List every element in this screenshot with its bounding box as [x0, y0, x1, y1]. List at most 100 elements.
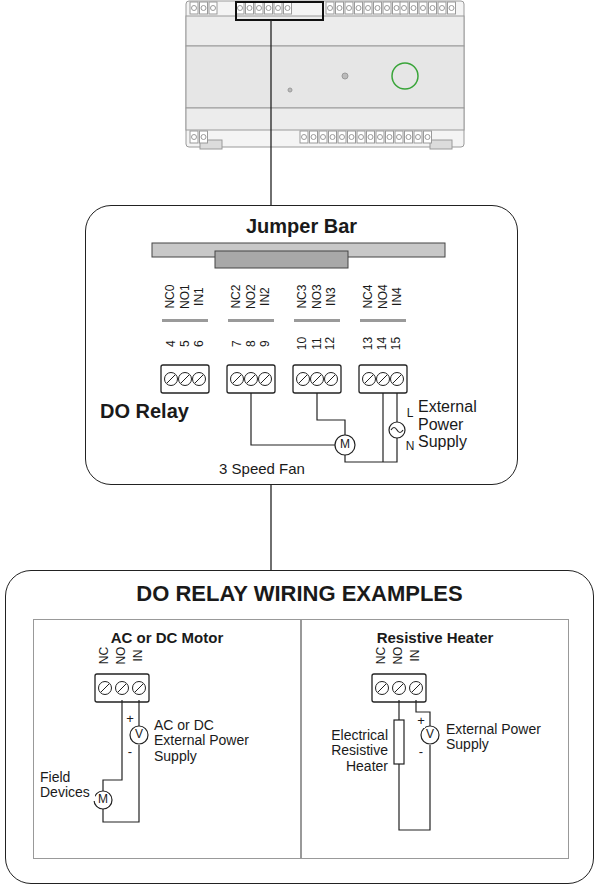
- terminal-screw: [165, 373, 178, 386]
- wire: [94, 700, 148, 822]
- terminal-screw: [179, 373, 192, 386]
- supply-label: External Power Supply: [446, 722, 546, 753]
- device-terminal: [386, 131, 394, 143]
- device-terminal: [284, 2, 292, 14]
- terminal-screw: [133, 682, 146, 695]
- screw-slot: [299, 375, 307, 383]
- terminal-screw: [349, 135, 354, 140]
- pin-name: NC3: [296, 285, 309, 309]
- polarity-mark: -: [419, 745, 423, 759]
- terminal-number: 8: [244, 341, 257, 348]
- terminal-screw: [359, 135, 364, 140]
- device-terminal: [274, 2, 282, 14]
- terminal-block: [359, 365, 407, 393]
- pin-name: IN: [409, 650, 422, 662]
- terminal-screw: [368, 135, 373, 140]
- device-terminal: [424, 131, 432, 143]
- screw-slot: [118, 684, 126, 692]
- device-terminal: [265, 2, 273, 14]
- screw-slot: [365, 375, 373, 383]
- terminal-screw: [410, 682, 423, 695]
- pin-name: IN2: [258, 288, 271, 307]
- terminal-number: 9: [258, 341, 271, 348]
- terminal-screw: [245, 373, 258, 386]
- device-terminal: [410, 2, 418, 14]
- screw-slot: [379, 375, 387, 383]
- device-terminal: [355, 2, 363, 14]
- device-terminal: [345, 2, 353, 14]
- terminal-screw: [311, 373, 324, 386]
- pin-name: IN: [132, 650, 145, 662]
- terminal-number: 12: [324, 337, 337, 350]
- terminal-screw: [377, 373, 390, 386]
- polarity-mark: +: [417, 714, 425, 728]
- highlight-bracket: [236, 2, 323, 20]
- device-terminal: [338, 131, 346, 143]
- terminal-screw: [440, 6, 445, 11]
- polarity-mark: +: [126, 712, 134, 726]
- supply-label: External Power Supply: [418, 398, 488, 451]
- screw-slot: [247, 375, 255, 383]
- device-terminal: [419, 2, 427, 14]
- pin-name: IN4: [390, 288, 403, 307]
- pin-name: NC2: [230, 285, 243, 309]
- device-terminal: [405, 131, 413, 143]
- terminal-screw: [363, 373, 376, 386]
- screw-slot: [327, 375, 335, 383]
- device-terminal: [414, 131, 422, 143]
- device-label: Field Devices: [40, 770, 95, 801]
- terminal-block: [227, 365, 275, 393]
- terminal-screw: [421, 6, 426, 11]
- device-terminal: [336, 2, 344, 14]
- line-mark: N: [406, 440, 415, 453]
- terminal-number: 5: [178, 341, 191, 348]
- terminal-screw: [201, 135, 206, 140]
- pin-name: NC: [375, 647, 388, 664]
- terminal-screw: [192, 6, 197, 11]
- terminal-screw: [231, 373, 244, 386]
- screw-slot: [167, 375, 175, 383]
- pin-name: IN3: [324, 288, 337, 307]
- screw-slot: [261, 375, 269, 383]
- terminal-screw: [347, 6, 352, 11]
- device-terminal: [376, 131, 384, 143]
- screw-slot: [195, 375, 203, 383]
- pin-name: NO: [115, 647, 128, 665]
- pin-group-bar: [162, 319, 406, 322]
- fan-label: 3 Speed Fan: [219, 461, 305, 478]
- pin-name: NO2: [244, 285, 257, 310]
- node-heading: Jumper Bar: [246, 215, 357, 238]
- device-terminal: [310, 131, 318, 143]
- terminal-screw: [411, 6, 416, 11]
- screw-slot: [101, 684, 109, 692]
- device-terminal: [438, 2, 446, 14]
- device-terminal: [255, 2, 263, 14]
- node-heading: Resistive Heater: [377, 629, 494, 646]
- terminal-block: [372, 674, 426, 702]
- pin-name: NO4: [376, 285, 389, 310]
- terminal-screw: [247, 6, 252, 11]
- device-terminal: [200, 2, 208, 14]
- pin-name: NC0: [164, 285, 177, 309]
- terminal-screw: [394, 6, 399, 11]
- pin-name: NC: [98, 647, 111, 664]
- terminal-screw: [378, 135, 383, 140]
- terminal-screw: [211, 6, 216, 11]
- terminal-screw: [99, 682, 112, 695]
- terminal-number: 11: [310, 338, 323, 350]
- terminal-screw: [325, 373, 338, 386]
- device-terminal: [236, 2, 244, 14]
- polarity-mark: -: [128, 745, 132, 759]
- device-terminal: [190, 2, 198, 14]
- node-heading: DO RELAY WIRING EXAMPLES: [136, 581, 462, 607]
- device-terminal: [190, 131, 198, 143]
- screw-slot: [395, 684, 403, 692]
- terminal-screw: [193, 373, 206, 386]
- wire: [251, 393, 405, 462]
- device-terminal: [357, 131, 365, 143]
- terminal-screw: [385, 6, 390, 11]
- device-terminal: [383, 2, 391, 14]
- device-terminal: [364, 2, 372, 14]
- terminal-screw: [192, 135, 197, 140]
